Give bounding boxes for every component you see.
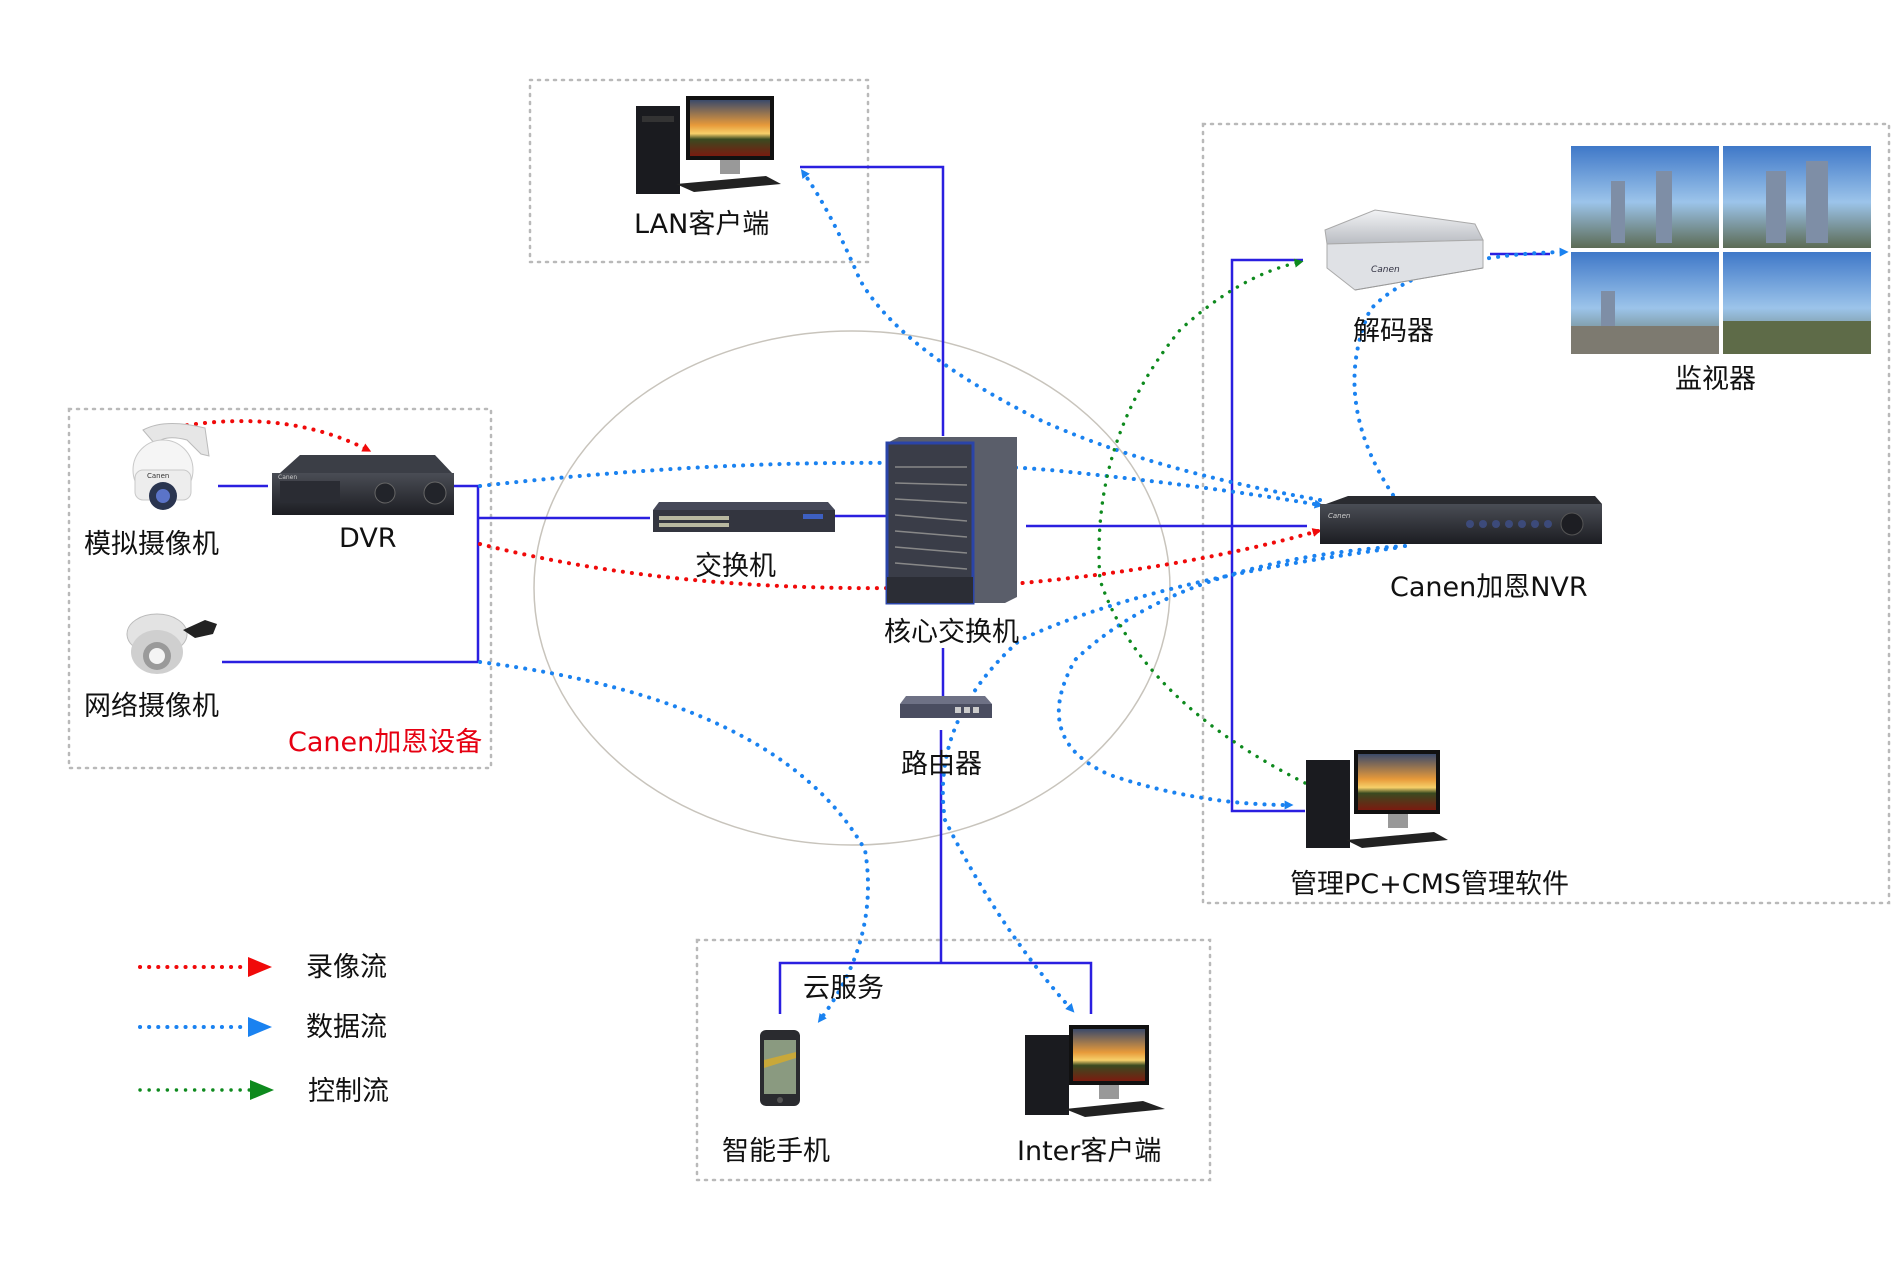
data-flow-nvr-to-management-pc [1056,544,1407,810]
data-flow-nvr-to-decoder [1352,247,1569,497]
label-group-canen-devices: Canen加恩设备 [288,727,482,758]
dvr-icon[interactable]: Canen [272,455,454,515]
legend-label-control: 控制流 [308,1076,389,1107]
network-cloud-ellipse [533,330,1171,846]
nvr-icon[interactable]: Canen [1320,496,1602,544]
label-analog-camera: 模拟摄像机 [84,529,219,560]
switch-icon[interactable] [653,502,835,532]
legend-label-data: 数据流 [306,1012,387,1043]
wire-core-lan-client [800,165,945,436]
ip-camera-icon[interactable] [126,613,217,674]
svg-text:Canen: Canen [278,474,297,481]
decoder-icon[interactable]: Canen [1324,209,1484,291]
analog-camera-icon[interactable]: Canen [132,422,210,510]
label-cloud-service: 云服务 [803,973,884,1004]
group-box-lan [528,78,870,264]
wire-router-internet [778,730,1093,1014]
label-lan-client: LAN客户端 [634,209,769,240]
group-box-internet [695,938,1212,1182]
label-decoder: 解码器 [1353,316,1434,347]
label-switch: 交换机 [695,551,776,582]
svg-text:Canen: Canen [1371,265,1400,275]
label-core-switch: 核心交换机 [884,617,1019,648]
internet-client-pc-icon[interactable] [1025,1025,1165,1117]
label-monitor: 监视器 [1675,364,1756,395]
core-switch-icon[interactable] [885,437,1017,605]
data-flow-lan-client-to-nvr [800,169,1322,502]
legend: 录像流 数据流 控制流 [138,952,389,1107]
label-management-pc: 管理PC+CMS管理软件 [1290,869,1569,900]
legend-item-control: 控制流 [138,1076,389,1107]
svg-text:Canen: Canen [1328,512,1350,520]
legend-arrow-data [248,1017,272,1037]
label-internet-client: Inter客户端 [1017,1136,1161,1167]
svg-text:Canen: Canen [147,472,169,480]
legend-item-recording: 录像流 [138,952,387,983]
legend-label-recording: 录像流 [306,952,387,983]
data-flow-ip-camera-to-smartphone [478,660,870,1023]
label-nvr: Canen加恩NVR [1390,572,1588,603]
control-flow-management-pc-to-decoder [1097,258,1307,785]
label-dvr: DVR [339,523,397,554]
smartphone-icon[interactable] [760,1030,800,1106]
monitor-wall-icon[interactable] [1571,146,1871,354]
label-smartphone: 智能手机 [722,1136,830,1167]
lan-client-pc-icon[interactable] [636,96,781,194]
recording-flow-dvr-to-nvr [478,528,1322,591]
management-pc-icon[interactable] [1306,750,1448,848]
legend-arrow-recording [248,957,272,977]
wire-dvr-bus [452,484,480,662]
router-icon[interactable] [900,696,992,718]
wire-management-bus [1230,258,1305,813]
group-box-canen-devices [67,407,493,770]
legend-arrow-control [250,1080,274,1100]
label-router: 路由器 [901,749,982,780]
label-ip-camera: 网络摄像机 [84,691,219,722]
group-box-monitoring-center [1201,122,1891,905]
legend-item-data: 数据流 [138,1012,387,1043]
